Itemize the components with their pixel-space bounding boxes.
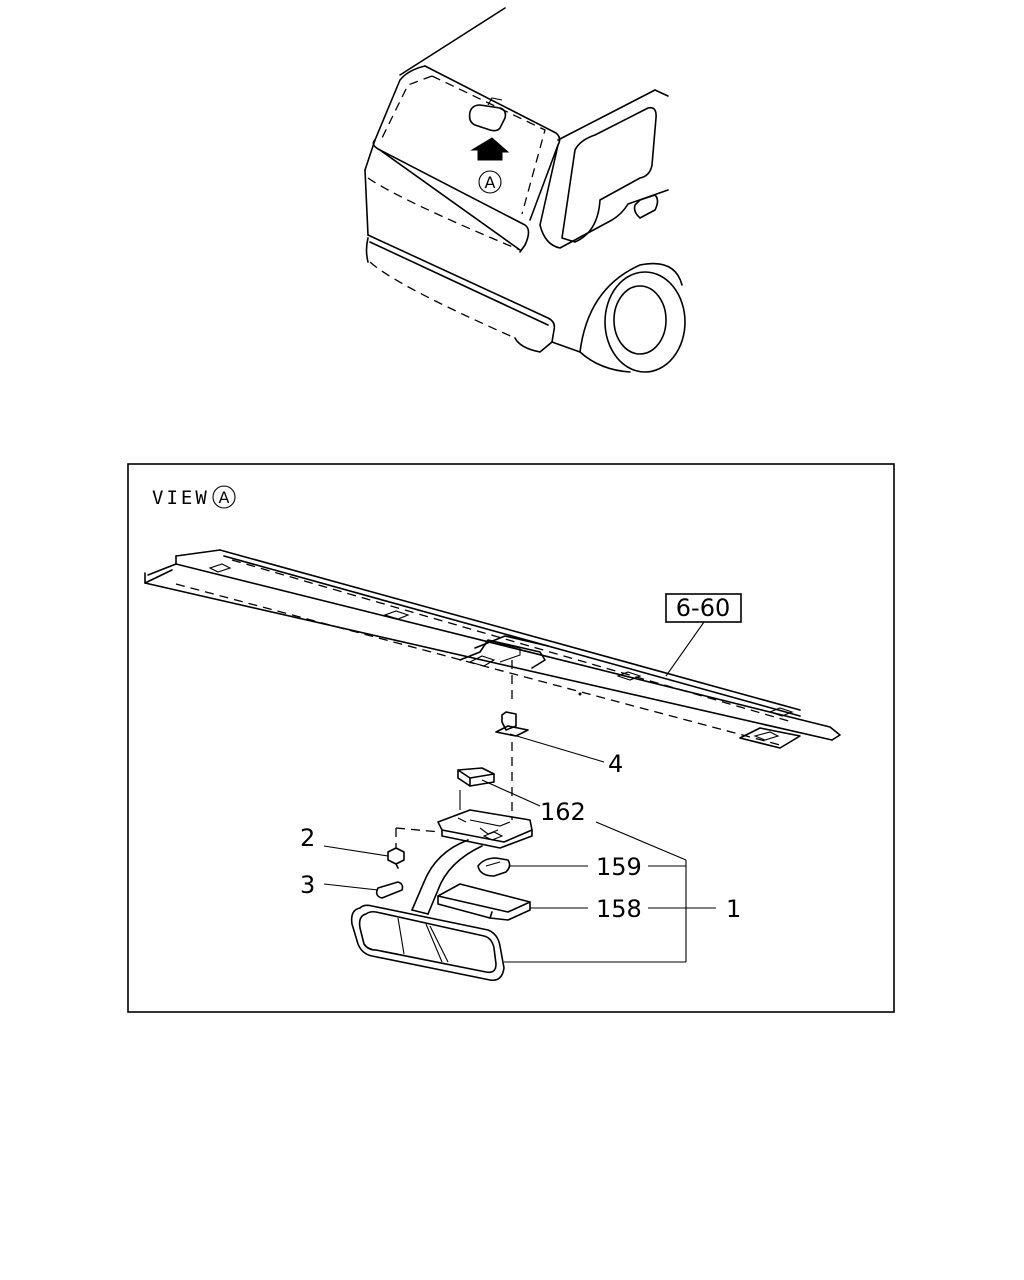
view-frame (127, 463, 895, 1013)
callout-1: 1 (726, 895, 741, 923)
part-2-screw (323, 827, 441, 869)
ref-box-text: 6-60 (676, 594, 730, 622)
roof-header-rail (144, 549, 841, 749)
rearview-mirror (350, 904, 505, 982)
mirror-arm (411, 839, 483, 915)
overview-ref-circle (478, 170, 502, 194)
view-label: VIEW (152, 487, 210, 509)
vehicle-rear-overview: A (364, 7, 686, 373)
ref-box (665, 593, 742, 623)
callout-2: 2 (300, 824, 315, 852)
view-ref-letter: A (219, 488, 230, 507)
view-ref-circle (212, 485, 236, 509)
callout-159: 159 (596, 853, 642, 881)
callout-162: 162 (540, 798, 586, 826)
leader-6-60 (665, 621, 705, 677)
callout-158: 158 (596, 895, 642, 923)
part-162-pad (457, 767, 541, 810)
part-159-clip (477, 857, 588, 877)
part-3-pin (323, 881, 404, 899)
overview-ref-letter: A (485, 173, 496, 192)
mirror-base-bracket (437, 809, 533, 849)
callout-4: 4 (608, 750, 623, 778)
leader-162-bracket (595, 821, 687, 861)
group-bracket (504, 860, 687, 963)
callout-3: 3 (300, 871, 315, 899)
part-158-cover (437, 883, 588, 921)
part-4-mount-bracket (495, 660, 605, 763)
